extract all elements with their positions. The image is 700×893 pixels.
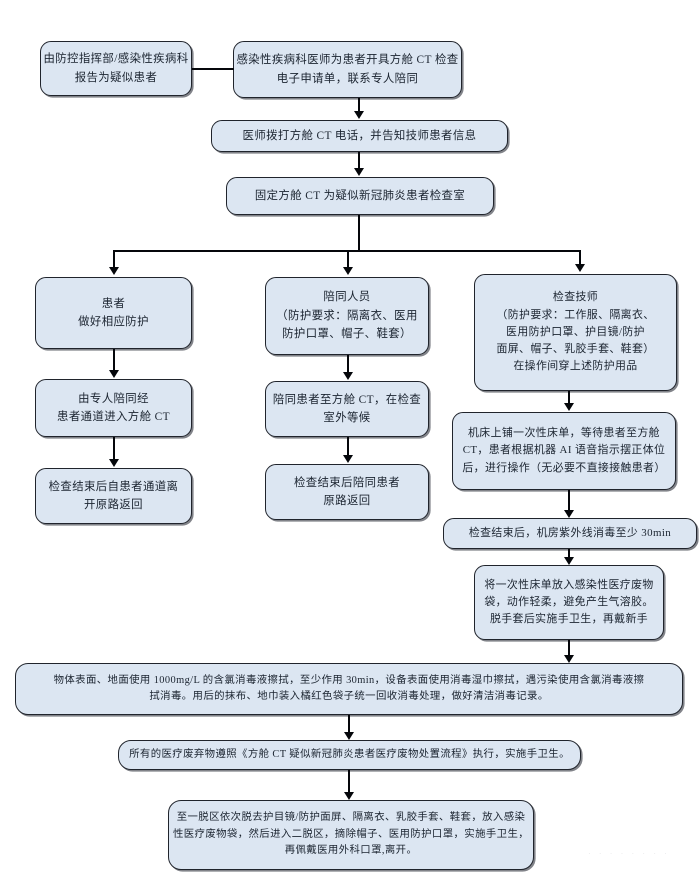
- arrowhead-n8-n9: [343, 372, 353, 380]
- node-line: 至一脱区依次脱去护目镜/防护面屏、隔离衣、乳胶手套、鞋套，放入感染: [176, 812, 526, 824]
- arrowhead-n11-n12: [564, 403, 574, 411]
- node-line: 检查结束后陪同患者: [293, 476, 401, 489]
- node-line: 将一次性床单放入感染性医疗废物: [484, 578, 654, 591]
- node-uv-disinfection-30min[interactable]: 检查结束后，机房紫外线消毒至少 30min: [443, 518, 697, 549]
- node-line: 由专人陪同经: [78, 392, 149, 405]
- connector-n6-n7: [113, 437, 115, 459]
- node-doctor-issues-ct-request[interactable]: 感染性疾病科医师为患者开具方舱 CT 检查 电子申请单，联系专人陪同: [233, 41, 462, 98]
- node-technician-ppe[interactable]: 检查技师 （防护要求：工作服、隔离衣、 医用防护口罩、护目镜/防护 面屏、帽子、…: [474, 274, 677, 391]
- node-line: 性医疗废物袋，然后进入二脱区，摘除帽子、医用防护口罩，实施手卫生，: [172, 828, 530, 840]
- node-line: 感染性疾病科医师为患者开具方舱 CT 检查: [236, 54, 459, 67]
- connector-n13-n14: [568, 549, 570, 557]
- arrowhead-n13-n14: [564, 557, 574, 565]
- node-line: 开原路返回: [84, 499, 143, 511]
- node-patient-escorted-to-ct[interactable]: 由专人陪同经 患者通道进入方舱 CT: [35, 379, 192, 437]
- connector-n12-n13: [568, 490, 570, 510]
- node-medical-waste-procedure[interactable]: 所有的医疗废弃物遵照《方舱 CT 疑似新冠肺炎患者医疗废物处置流程》执行，实施手…: [118, 740, 581, 770]
- arrowhead-n3-n4: [354, 168, 364, 176]
- node-line: 机床上铺一次性床单，等待患者至方舱: [468, 427, 660, 440]
- node-patient-protection[interactable]: 患者 做好相应防护: [35, 277, 192, 349]
- node-line: CT，患者根据机器 AI 语音指示摆正体位: [462, 444, 666, 457]
- connector-n9-n10: [347, 437, 349, 455]
- node-line: 检查结束后自患者通道离: [48, 480, 179, 493]
- connector-n3-n4: [358, 152, 360, 168]
- watermark-text: · · · · · · · ·: [588, 849, 670, 858]
- node-escort-staff-ppe[interactable]: 陪同人员 （防护要求：隔离衣、医用 防护口罩、帽子、鞋套）: [265, 277, 429, 355]
- arrowhead-bus-n11: [575, 264, 585, 272]
- node-line: 医用防护口罩、护目镜/防护: [506, 325, 645, 338]
- node-line: 所有的医疗废弃物遵照《方舱 CT 疑似新冠肺炎患者医疗废物处置流程》执行，实施手…: [129, 748, 570, 760]
- node-line: 陪同患者至方舱 CT，在检查: [272, 393, 422, 406]
- node-surface-disinfection[interactable]: 物体表面、地面使用 1000mg/L 的含氯消毒液擦拭，至少作用 30min，设…: [15, 663, 683, 715]
- node-line: 患者: [101, 297, 126, 310]
- node-line: 医师拨打方舱 CT 电话，并告知技师患者信息: [242, 129, 477, 142]
- node-escort-returns-after-exam[interactable]: 检查结束后陪同患者 原路返回: [265, 464, 429, 520]
- node-disposable-sheet-and-scan[interactable]: 机床上铺一次性床单，等待患者至方舱 CT，患者根据机器 AI 语音指示摆正体位 …: [452, 412, 676, 490]
- arrowhead-n6-n7: [109, 459, 119, 467]
- branch-bus: [113, 250, 579, 252]
- node-line: 室外等候: [323, 412, 371, 424]
- node-line: 患者通道进入方舱 CT: [57, 411, 170, 423]
- node-line: 报告为疑似患者: [74, 71, 158, 84]
- connector-n5-n6: [113, 349, 115, 370]
- node-line: 再佩戴医用外科口罩,离开。: [284, 845, 418, 857]
- connector-n4-bus: [358, 215, 360, 250]
- node-line: 脱手套后实施手卫生，再戴新手: [489, 613, 649, 626]
- arrowhead-n14-n15: [564, 655, 574, 663]
- connector-n8-n9: [347, 355, 349, 372]
- arrowhead-n15-n16: [344, 732, 354, 740]
- arrowhead-bus-n8: [343, 267, 353, 275]
- connector-n2-n3: [358, 98, 360, 112]
- node-line: 电子申请单，联系专人陪同: [276, 72, 419, 85]
- node-line: 物体表面、地面使用 1000mg/L 的含氯消毒液擦拭，至少作用 30min，设…: [53, 674, 645, 686]
- node-line: 防护口罩、帽子、鞋套）: [282, 328, 412, 341]
- connector-n11-n12: [568, 391, 570, 403]
- node-line: 固定方舱 CT 为疑似新冠肺炎患者检查室: [254, 189, 466, 202]
- connector-n15-n16: [348, 715, 350, 732]
- node-line: 后，进行操作（无必要不直接接触患者）: [462, 461, 666, 474]
- connector-bus-n11: [579, 250, 581, 264]
- arrowhead-n16-n17: [344, 792, 354, 800]
- node-line: （防护要求：隔离衣、医用: [276, 309, 418, 322]
- node-line: 袋，动作轻柔，避免产生气溶胶。: [484, 595, 654, 608]
- node-line: 拭消毒。用后的抹布、地巾装入橘红色袋子统一回收消毒处理，做好清洁消毒记录。: [149, 691, 549, 702]
- node-escort-waits-outside[interactable]: 陪同患者至方舱 CT，在检查 室外等候: [265, 381, 429, 437]
- node-line: 在操作间穿上述防护用品: [513, 360, 638, 373]
- node-dispose-sheet-hand-hygiene[interactable]: 将一次性床单放入感染性医疗废物 袋，动作轻柔，避免产生气溶胶。 脱手套后实施手卫…: [474, 565, 664, 640]
- connector-n14-n15: [568, 640, 570, 655]
- node-doctor-calls-ct-room[interactable]: 医师拨打方舱 CT 电话，并告知技师患者信息: [211, 120, 508, 152]
- node-line: 面屏、帽子、乳胶手套、鞋套）: [496, 343, 655, 356]
- connector-n1-n2: [192, 68, 234, 70]
- node-line: 检查技师: [552, 291, 599, 304]
- connector-n16-n17: [348, 770, 350, 792]
- arrowhead-n12-n13: [564, 510, 574, 518]
- node-line: 陪同人员: [323, 291, 371, 304]
- node-patient-returns-after-exam[interactable]: 检查结束后自患者通道离 开原路返回: [35, 468, 192, 524]
- node-report-suspected-case[interactable]: 由防控指挥部/感染性疾病科 报告为疑似患者: [40, 41, 192, 96]
- arrowhead-bus-n5: [109, 267, 119, 275]
- node-ppe-removal-zones[interactable]: 至一脱区依次脱去护目镜/防护面屏、隔离衣、乳胶手套、鞋套，放入感染 性医疗废物袋…: [168, 800, 534, 870]
- arrowhead-n5-n6: [109, 370, 119, 378]
- connector-bus-n5: [113, 250, 115, 267]
- node-designate-ct-exam-room[interactable]: 固定方舱 CT 为疑似新冠肺炎患者检查室: [226, 177, 494, 215]
- arrowhead-n9-n10: [343, 455, 353, 463]
- node-line: 原路返回: [323, 495, 371, 507]
- node-line: （防护要求：工作服、隔离衣、: [496, 308, 655, 321]
- connector-bus-n8: [347, 250, 349, 267]
- node-line: 做好相应防护: [78, 316, 149, 328]
- node-line: 检查结束后，机房紫外线消毒至少 30min: [468, 526, 672, 539]
- node-line: 由防控指挥部/感染性疾病科: [43, 53, 189, 66]
- arrowhead-n2-n3: [354, 111, 364, 119]
